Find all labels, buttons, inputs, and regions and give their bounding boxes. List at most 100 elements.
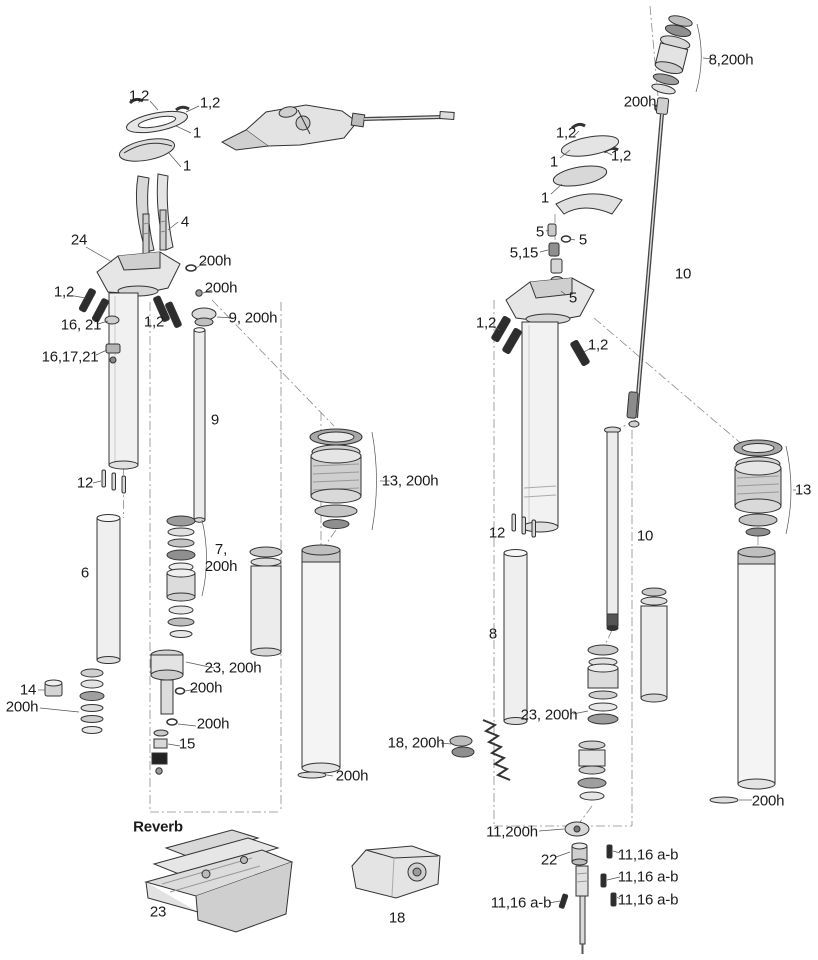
part-label: 1,2 — [143, 313, 165, 331]
part-label: 1,2 — [475, 314, 497, 332]
part-label: 13, 200h — [381, 472, 439, 490]
part-label: 6 — [80, 564, 90, 582]
piston-23-200h-left — [150, 649, 186, 726]
part-label: 1 — [182, 157, 192, 175]
part-label: 23 — [149, 903, 167, 921]
part-label: 200h — [198, 252, 232, 270]
outer-tube-right — [737, 546, 776, 790]
part-label: 11,16 a-b — [617, 868, 679, 886]
inner-shaft-10 — [604, 426, 621, 631]
part-label: 1,2 — [587, 336, 609, 354]
hose-barb-bottom — [575, 865, 589, 954]
part-label: 200h — [204, 279, 238, 297]
small-parts-15 — [151, 729, 169, 775]
lower-tube-8 — [503, 549, 528, 725]
part-label: 200h — [751, 792, 785, 810]
washer-200h-right — [709, 796, 739, 804]
part-label: 9 — [210, 411, 220, 429]
part-label: 22 — [540, 851, 558, 869]
part-label: 5 — [568, 289, 578, 307]
part-label: Reverb — [133, 818, 183, 836]
part-label: 200h — [189, 679, 223, 697]
part-label: 18, 200h — [387, 734, 445, 752]
hose-10 — [626, 97, 670, 428]
part-label: 1,2 — [199, 94, 221, 112]
cap-9-200h — [191, 307, 217, 327]
left-head-bolts — [78, 288, 182, 328]
part-label: 7, 200h — [204, 540, 238, 575]
left-post-head — [96, 251, 181, 297]
part-label: 23, 200h — [204, 659, 262, 677]
part-label: 18 — [388, 909, 406, 927]
right-upper-post — [521, 321, 559, 533]
part-label: 8 — [488, 625, 498, 643]
stack-23-200h-right — [587, 644, 619, 725]
lower-tube-6 — [96, 514, 121, 664]
collar-13-right — [733, 439, 783, 537]
outer-tube-left — [301, 544, 341, 774]
part-label: 1 — [540, 189, 550, 207]
remote-lever — [220, 104, 455, 151]
pins-12-right — [511, 513, 536, 538]
stack-8-200h — [651, 15, 693, 95]
part-label: 14 — [19, 681, 37, 699]
clamp-11-200h — [564, 821, 590, 837]
small-hardware-16-21 — [104, 315, 121, 364]
part-label: 16, 21 — [60, 316, 102, 334]
part-label: 200h — [623, 93, 657, 111]
part-label: 200h — [5, 698, 39, 716]
saddle-clamp-left — [118, 97, 190, 162]
part-label: 8,200h — [708, 51, 754, 69]
collar-13-200h-left — [309, 428, 363, 529]
washer-200h-left — [297, 771, 327, 779]
part-label: 16,17,21 — [41, 348, 99, 366]
part-label: 11,16 a-b — [617, 846, 679, 864]
part-label: 1,2 — [128, 87, 150, 105]
part-label: 23, 200h — [520, 706, 578, 724]
part-18-body — [351, 845, 441, 899]
part-label: 1,2 — [555, 124, 577, 142]
part-label: 15 — [178, 735, 196, 753]
right-assembly — [449, 15, 783, 954]
part-label: 1,2 — [610, 147, 632, 165]
right-post-head — [505, 277, 595, 325]
part-label: 4 — [180, 213, 190, 231]
remote-mount-23 — [144, 829, 294, 933]
part-label: 1 — [192, 124, 202, 142]
cap-14 — [44, 679, 63, 697]
saddle-clamp-right — [552, 122, 623, 215]
bolts-11-16 — [558, 844, 617, 909]
fitting-22 — [571, 842, 588, 866]
left-assembly — [44, 97, 455, 933]
lower-left-ring-stack — [79, 668, 105, 734]
inner-cartridge-right — [640, 587, 668, 703]
seal-stack-7-200h — [166, 515, 196, 638]
part-label: 12 — [488, 524, 506, 542]
leader-lines — [38, 23, 796, 904]
ring-18-200h — [449, 735, 475, 758]
part-label: 5 — [578, 231, 588, 249]
part-label: 1 — [549, 153, 559, 171]
part-label: 200h — [335, 767, 369, 785]
part-label: 5 — [535, 223, 545, 241]
part-label: 13 — [794, 481, 812, 499]
clamp-head-screws-4 — [135, 173, 174, 255]
part-label: 24 — [70, 231, 88, 249]
part-label: 11,16 a-b — [490, 894, 552, 912]
part-label: 200h — [196, 715, 230, 733]
spring — [482, 719, 511, 781]
part-label: 1,2 — [53, 283, 75, 301]
part-label: 10 — [636, 527, 654, 545]
part-label: 10 — [674, 265, 692, 283]
part-label: 9, 200h — [228, 309, 278, 327]
right-head-bolts — [491, 315, 590, 367]
part-label: 12 — [76, 474, 94, 492]
left-upper-post — [108, 292, 139, 470]
inner-cartridge-left — [249, 546, 283, 657]
pins-12-left — [101, 469, 126, 494]
part-label: 11,16 a-b — [617, 891, 679, 909]
part-label: 11,200h — [486, 823, 538, 841]
